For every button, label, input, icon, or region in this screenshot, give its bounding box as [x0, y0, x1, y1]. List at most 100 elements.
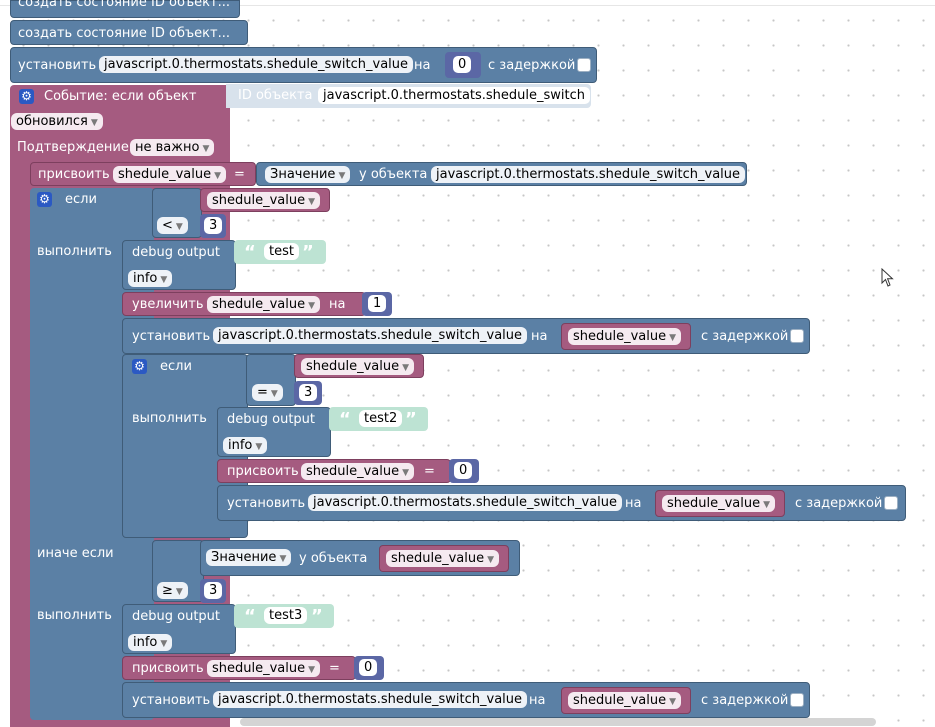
assign-block[interactable]: присвоить shedule_value▼ =	[217, 459, 451, 483]
ack-dropdown[interactable]: не важно▼	[130, 139, 215, 156]
text-field[interactable]: test3	[264, 607, 308, 624]
debug-block[interactable]: debug output info▼	[122, 604, 236, 654]
variable-block[interactable]: shedule_value▼	[561, 323, 691, 350]
variable-value: shedule_value	[118, 167, 212, 182]
number-block[interactable]: 0	[354, 656, 384, 680]
variable-dropdown[interactable]: shedule_value▼	[386, 550, 500, 567]
level-dropdown[interactable]: info▼	[128, 634, 173, 651]
object-id-field[interactable]: javascript.0.thermostats.shedule_switch_…	[308, 494, 623, 511]
number-field[interactable]: 0	[453, 56, 472, 73]
text-block[interactable]: “ test ”	[234, 240, 326, 264]
of-object-label: у объекта	[299, 551, 368, 566]
object-id-label: ID объекта	[238, 88, 313, 103]
increment-label: увеличить	[132, 297, 204, 312]
object-id-field[interactable]: javascript.0.thermostats.shedule_switch_…	[213, 327, 528, 344]
chevron-down-icon: ▼	[308, 301, 316, 311]
number-field[interactable]: 3	[204, 582, 223, 599]
level-dropdown[interactable]: info▼	[128, 270, 173, 287]
object-id-field[interactable]: javascript.0.thermostats.shedule_switch_…	[213, 691, 528, 708]
increment-block[interactable]: увеличить shedule_value▼ на	[122, 292, 366, 316]
level-value: info	[133, 271, 158, 286]
get-value-block[interactable]: Значение▼ у объекта javascript.0.thermos…	[256, 162, 747, 186]
delay-checkbox[interactable]	[790, 329, 804, 343]
horizontal-scrollbar[interactable]	[240, 718, 876, 726]
variable-block[interactable]: shedule_value▼	[200, 188, 330, 212]
delay-label: с задержкой	[795, 496, 883, 511]
set-state-block[interactable]: установить javascript.0.thermostats.shed…	[10, 47, 597, 83]
variable-dropdown[interactable]: shedule_value▼	[568, 692, 682, 709]
variable-value: shedule_value	[212, 193, 306, 208]
number-block[interactable]: 0	[445, 52, 481, 78]
variable-dropdown[interactable]: shedule_value▼	[568, 328, 682, 345]
attribute-value: Значение	[270, 167, 336, 182]
number-block[interactable]: 3	[200, 214, 226, 238]
text-block[interactable]: “ test3 ”	[234, 604, 334, 628]
number-block[interactable]: 3	[294, 381, 322, 405]
variable-block[interactable]: shedule_value▼	[655, 490, 785, 517]
workspace-top-border	[0, 5, 935, 6]
operator-dropdown[interactable]: ≥▼	[157, 582, 188, 599]
object-id-block[interactable]: ID объекта javascript.0.thermostats.shed…	[226, 84, 591, 108]
delay-checkbox[interactable]	[577, 58, 591, 72]
operator-dropdown[interactable]: =▼	[252, 384, 283, 401]
variable-dropdown[interactable]: shedule_value▼	[207, 192, 321, 209]
debug-block[interactable]: debug output info▼	[122, 240, 236, 290]
object-id-field[interactable]: javascript.0.thermostats.shedule_switch_…	[99, 56, 414, 73]
create-state-block[interactable]: создать состояние ID объект...	[10, 20, 248, 45]
number-field[interactable]: 3	[299, 384, 318, 401]
operator-dropdown[interactable]: <▼	[157, 217, 188, 234]
set-state-block[interactable]: установить javascript.0.thermostats.shed…	[122, 682, 810, 718]
object-id-field[interactable]: javascript.0.thermostats.shedule_switch_…	[431, 166, 746, 183]
number-block[interactable]: 1	[362, 292, 392, 316]
get-value-block[interactable]: Значение▼ у объекта shedule_value▼	[200, 540, 520, 576]
variable-value: shedule_value	[212, 297, 306, 312]
attribute-dropdown[interactable]: Значение▼	[265, 166, 351, 183]
debug-block[interactable]: debug output info▼	[217, 407, 331, 457]
number-block[interactable]: 0	[449, 459, 479, 483]
equals-label: =	[329, 661, 340, 676]
equals-label: =	[234, 167, 245, 182]
set-state-block[interactable]: установить javascript.0.thermostats.shed…	[122, 318, 810, 354]
variable-block[interactable]: shedule_value▼	[294, 354, 424, 378]
number-field[interactable]: 0	[454, 462, 473, 479]
delay-checkbox[interactable]	[790, 693, 804, 707]
number-field[interactable]: 1	[368, 295, 387, 312]
text-block[interactable]: “ test2 ”	[329, 407, 428, 431]
gear-icon[interactable]: ⚙	[37, 192, 52, 207]
chevron-down-icon: ▼	[214, 171, 222, 181]
variable-value: shedule_value	[306, 359, 400, 374]
chevron-down-icon: ▼	[338, 171, 346, 181]
gear-icon[interactable]: ⚙	[19, 89, 34, 104]
variable-dropdown[interactable]: shedule_value▼	[113, 166, 227, 183]
variable-dropdown[interactable]: shedule_value▼	[301, 463, 415, 480]
number-field[interactable]: 0	[359, 659, 378, 676]
variable-block[interactable]: shedule_value▼	[561, 687, 691, 714]
delay-checkbox[interactable]	[884, 496, 898, 510]
chevron-down-icon: ▼	[175, 222, 183, 232]
assign-block[interactable]: присвоить shedule_value▼ =	[30, 162, 256, 186]
text-field[interactable]: test2	[359, 410, 403, 427]
gear-icon[interactable]: ⚙	[132, 359, 147, 374]
variable-block[interactable]: shedule_value▼	[379, 545, 509, 572]
variable-dropdown[interactable]: shedule_value▼	[662, 495, 776, 512]
variable-value: shedule_value	[391, 551, 485, 566]
attribute-value: Значение	[211, 550, 277, 565]
number-field[interactable]: 3	[204, 217, 223, 234]
debug-label: debug output	[132, 245, 221, 260]
object-id-field[interactable]: javascript.0.thermostats.shedule_switch	[318, 87, 591, 104]
trigger-dropdown[interactable]: обновился▼	[11, 113, 103, 130]
set-state-block[interactable]: установить javascript.0.thermostats.shed…	[217, 485, 906, 521]
number-block[interactable]: 3	[200, 579, 226, 603]
text-field[interactable]: test	[264, 243, 299, 260]
create-state-block[interactable]: создать состояние ID объект...	[10, 0, 240, 18]
attribute-dropdown[interactable]: Значение▼	[206, 549, 292, 566]
mouse-cursor-icon	[881, 268, 894, 287]
else-if-label: иначе если	[37, 546, 114, 561]
variable-value: shedule_value	[306, 464, 400, 479]
variable-dropdown[interactable]: shedule_value▼	[207, 660, 321, 677]
assign-label: присвоить	[132, 661, 204, 676]
assign-block[interactable]: присвоить shedule_value▼ =	[122, 656, 356, 680]
level-dropdown[interactable]: info▼	[223, 437, 268, 454]
variable-dropdown[interactable]: shedule_value▼	[301, 358, 415, 375]
variable-dropdown[interactable]: shedule_value▼	[207, 296, 321, 313]
